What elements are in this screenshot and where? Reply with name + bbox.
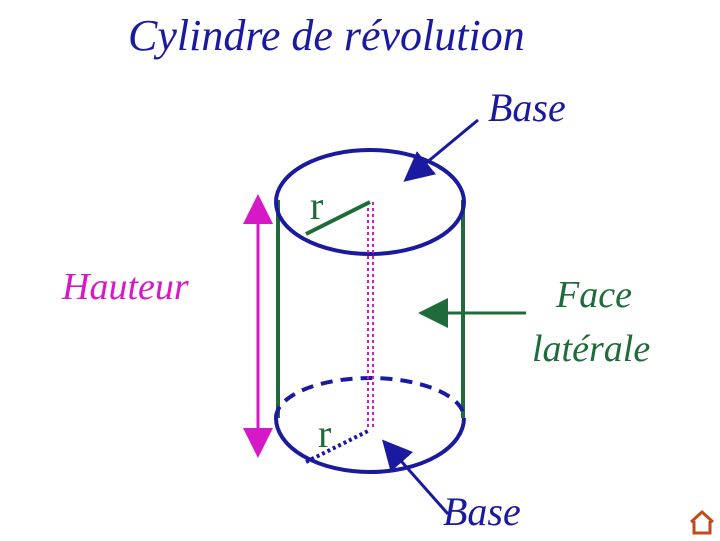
- bottom-base-visible-arc: [274, 417, 466, 474]
- radius-bottom-line: [305, 428, 371, 464]
- home-button[interactable]: [688, 508, 716, 536]
- label-base-bottom: Base: [443, 489, 521, 534]
- label-face-line1: Face: [556, 274, 632, 316]
- diagram-title: Cylindre de révolution: [128, 11, 525, 60]
- label-radius-bottom: r: [318, 411, 332, 456]
- label-base-top: Base: [488, 85, 566, 130]
- label-face-line2: latérale: [532, 328, 651, 370]
- bottom-base-hidden-arc: [274, 376, 466, 419]
- top-base-ellipse: [274, 148, 466, 256]
- pointer-base-bottom: [382, 439, 450, 515]
- pointer-base-top: [403, 118, 479, 182]
- label-radius-top: r: [310, 183, 324, 228]
- radius-top-line: [305, 200, 371, 236]
- home-icon: [689, 509, 715, 535]
- label-hauteur: Hauteur: [62, 266, 189, 308]
